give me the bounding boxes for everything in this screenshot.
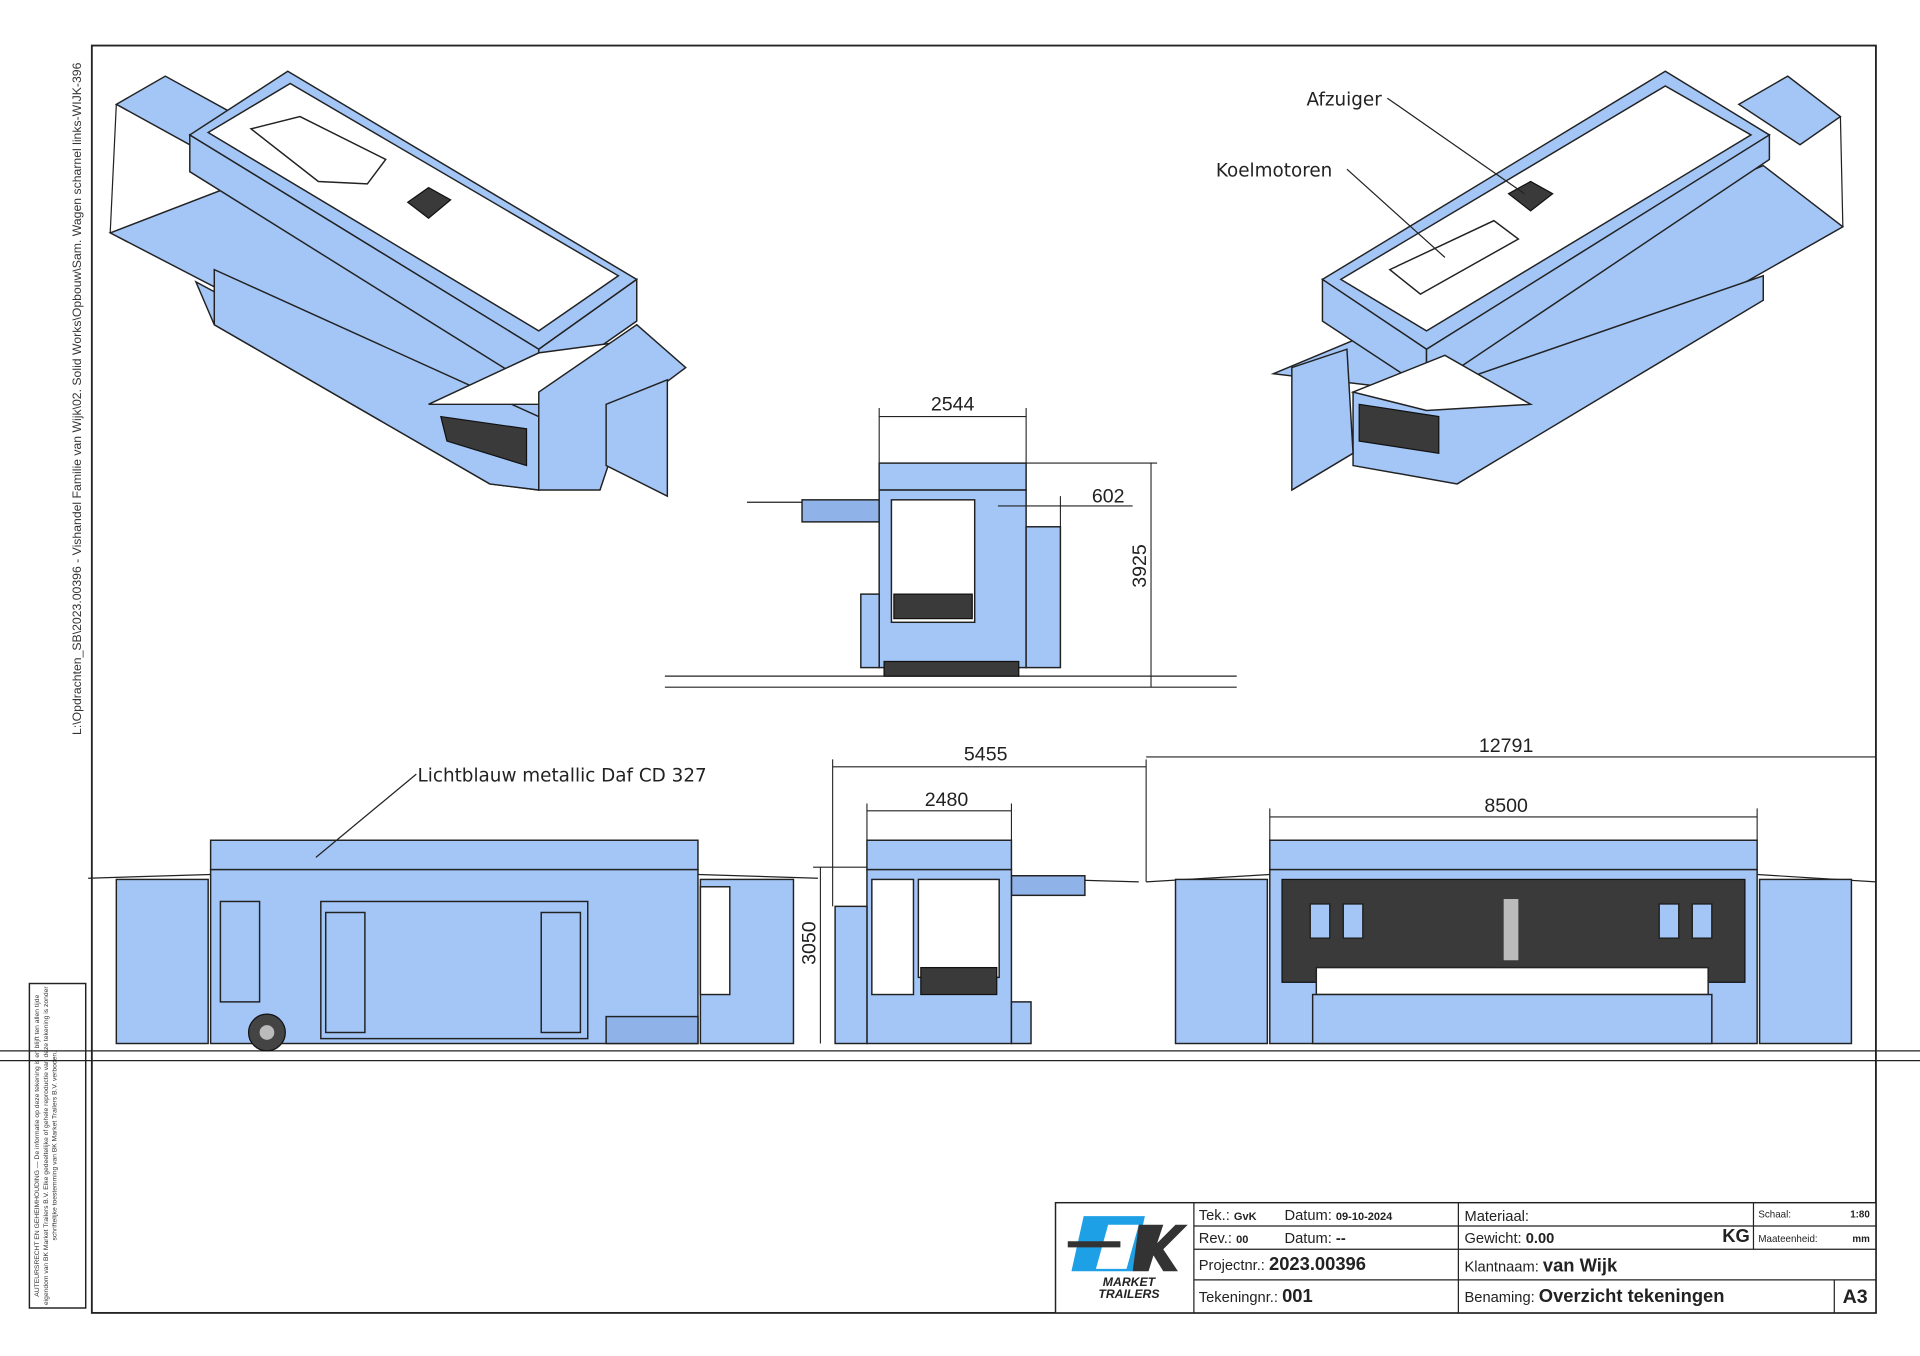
dimension-2544: 2544 bbox=[878, 393, 1027, 464]
color-note-leader bbox=[315, 773, 417, 858]
isometric-view-right bbox=[1270, 70, 1845, 492]
side-view bbox=[88, 839, 818, 1052]
dim-text: 8500 bbox=[1484, 795, 1528, 817]
svg-text:Rev.: 00: Rev.: 00 bbox=[1199, 1231, 1249, 1247]
drawing-border bbox=[90, 44, 1877, 1314]
svg-text:1:80: 1:80 bbox=[1850, 1209, 1870, 1220]
dimension-8500: 8500 bbox=[1269, 795, 1758, 841]
koelmotoren-label: Koelmotoren bbox=[1216, 161, 1332, 182]
dimension-3050: 3050 bbox=[799, 866, 867, 1044]
dimension-3925: 3925 bbox=[1026, 462, 1158, 688]
afzuiger-label: Afzuiger bbox=[1307, 90, 1383, 111]
dim-text: 2544 bbox=[931, 393, 975, 415]
svg-text:TRAILERS: TRAILERS bbox=[1098, 1287, 1160, 1301]
svg-text:Tekeningnr.: 001: Tekeningnr.: 001 bbox=[1199, 1285, 1313, 1306]
svg-text:MARKET: MARKET bbox=[1103, 1275, 1157, 1289]
rear-view bbox=[834, 839, 1139, 1045]
svg-text:KG: KG bbox=[1722, 1225, 1750, 1246]
svg-text:A3: A3 bbox=[1843, 1286, 1868, 1308]
dimension-12791: 12791 bbox=[1146, 735, 1877, 882]
dimension-2480: 2480 bbox=[866, 789, 1012, 841]
svg-text:Klantnaam: van Wijk: Klantnaam: van Wijk bbox=[1464, 1254, 1618, 1275]
dim-text: 3925 bbox=[1129, 544, 1151, 588]
svg-text:Schaal:: Schaal: bbox=[1758, 1209, 1791, 1220]
dimension-5455: 5455 bbox=[832, 744, 1147, 907]
dim-text: 5455 bbox=[964, 744, 1008, 766]
svg-text:Materiaal:: Materiaal: bbox=[1464, 1209, 1529, 1225]
dim-text: 2480 bbox=[925, 789, 969, 811]
dim-text: 602 bbox=[1092, 485, 1125, 507]
svg-text:Projectnr.: 2023.00396: Projectnr.: 2023.00396 bbox=[1199, 1253, 1366, 1274]
file-path-text: L:\Opdrachten_SB\2023.00396 - Vishandel … bbox=[70, 62, 84, 735]
color-note-label: Lichtblauw metallic Daf CD 327 bbox=[418, 765, 707, 786]
copyright-text: AUTEURSRECHT EN GEHEIMHOUDING — De infor… bbox=[34, 986, 59, 1306]
svg-text:Datum: --: Datum: -- bbox=[1284, 1231, 1345, 1247]
svg-text:Datum: 09-10-2024: Datum: 09-10-2024 bbox=[1284, 1208, 1393, 1224]
dim-text: 12791 bbox=[1479, 735, 1533, 757]
dim-text: 3050 bbox=[799, 921, 821, 965]
koelmotoren-leader bbox=[1346, 168, 1446, 258]
svg-text:Gewicht: 0.00: Gewicht: 0.00 bbox=[1464, 1231, 1554, 1247]
afzuiger-leader bbox=[1386, 97, 1525, 195]
isometric-view-left bbox=[108, 70, 687, 498]
copyright-box: AUTEURSRECHT EN GEHEIMHOUDING — De infor… bbox=[28, 982, 87, 1309]
svg-text:Benaming: Overzicht tekeningen: Benaming: Overzicht tekeningen bbox=[1464, 1285, 1724, 1306]
svg-text:Maateenheid:: Maateenheid: bbox=[1758, 1234, 1817, 1245]
bk-market-trailers-logo: MARKET TRAILERS bbox=[1067, 1216, 1188, 1301]
dimension-602: 602 bbox=[997, 485, 1133, 530]
end-view bbox=[664, 462, 1237, 688]
svg-text:mm: mm bbox=[1852, 1234, 1870, 1245]
svg-text:Tek.: GvK: Tek.: GvK bbox=[1199, 1208, 1257, 1224]
front-view bbox=[1146, 839, 1876, 1045]
title-block: MARKET TRAILERS Tek.: GvK Datum: 09-10-2… bbox=[1054, 1201, 1877, 1314]
